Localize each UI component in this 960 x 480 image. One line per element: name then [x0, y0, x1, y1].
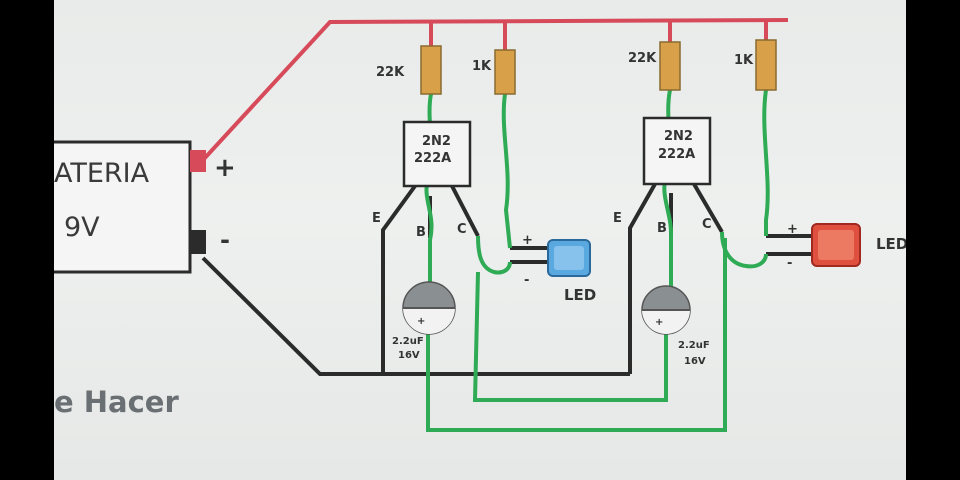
left-transistor-label-1: 2N2	[422, 134, 451, 149]
battery-plus-sign: +	[214, 153, 236, 183]
left-led-plus: +	[522, 233, 533, 248]
battery-positive-terminal	[190, 150, 206, 172]
right-led-red	[811, 223, 861, 267]
left-cap-plus: +	[417, 316, 425, 327]
right-transistor	[642, 116, 712, 186]
left-cap-voltage: 16V	[398, 350, 420, 361]
positive-rail	[201, 18, 789, 162]
right-stage: 22K 1K 2N2 222A E B C + 2.2uF 16V + - LE…	[613, 39, 906, 367]
battery-negative-terminal	[190, 230, 206, 254]
right-cap-voltage: 16V	[684, 356, 706, 367]
right-pin-c: C	[702, 217, 712, 232]
left-r1-label: 22K	[376, 65, 405, 80]
right-led-minus: -	[787, 256, 792, 271]
right-resistor-22k	[659, 41, 681, 91]
projector-screen: ATERIA 9V + - 22K 1K 2N2 222A E B C + 2.…	[54, 0, 906, 480]
left-capacitor	[402, 281, 456, 335]
ground-wire	[201, 182, 814, 376]
left-transistor-label-2: 222A	[414, 151, 451, 166]
left-pin-b: B	[416, 225, 426, 240]
right-r2-label: 1K	[734, 53, 754, 68]
left-resistor-1k	[494, 49, 516, 95]
signal-wires	[424, 89, 770, 432]
right-resistor-1k	[755, 39, 777, 91]
battery-voltage: 9V	[64, 212, 100, 243]
left-led-blue	[547, 239, 591, 277]
right-pin-e: E	[613, 211, 622, 226]
right-transistor-label-1: 2N2	[664, 129, 693, 144]
left-transistor	[402, 120, 472, 188]
circuit-diagram: ATERIA 9V + - 22K 1K 2N2 222A E B C + 2.…	[54, 18, 906, 432]
left-pin-e: E	[372, 211, 381, 226]
battery: ATERIA 9V + -	[54, 140, 236, 274]
battery-name: ATERIA	[54, 158, 150, 189]
right-led-label: LED	[876, 235, 906, 253]
right-cap-plus: +	[655, 317, 663, 328]
left-cap-value: 2.2uF	[392, 336, 424, 347]
left-led-label: LED	[564, 286, 596, 304]
left-resistor-22k	[420, 45, 442, 95]
watermark-text: e Hacer	[54, 385, 179, 419]
right-pin-b: B	[657, 221, 667, 236]
left-r2-label: 1K	[472, 59, 492, 74]
left-pin-c: C	[457, 222, 467, 237]
right-cap-value: 2.2uF	[678, 340, 710, 351]
left-stage: 22K 1K 2N2 222A E B C + 2.2uF 16V + - LE…	[372, 45, 596, 361]
right-transistor-label-2: 222A	[658, 147, 695, 162]
left-led-minus: -	[524, 273, 529, 288]
right-capacitor	[641, 285, 691, 335]
battery-minus-sign: -	[220, 226, 230, 254]
right-r1-label: 22K	[628, 51, 657, 66]
right-led-plus: +	[787, 222, 798, 237]
